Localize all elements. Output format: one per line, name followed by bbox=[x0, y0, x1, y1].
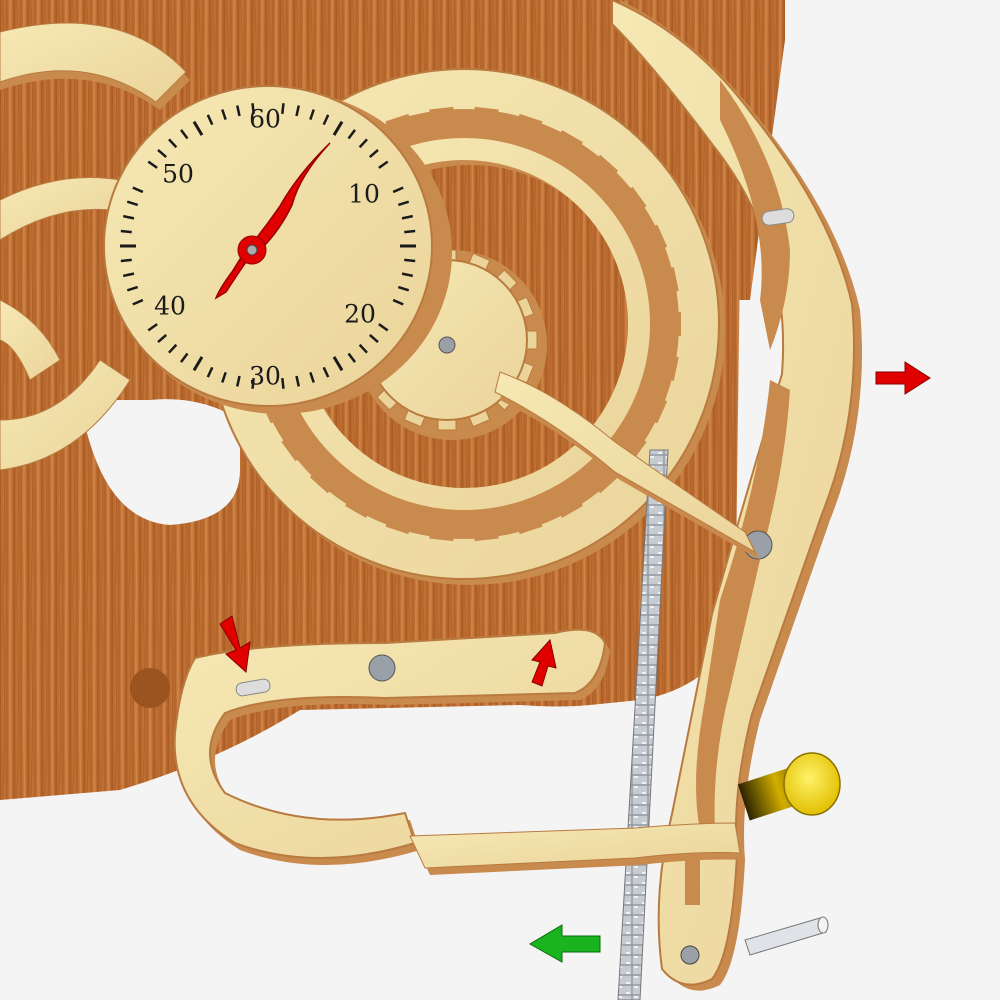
wheel-tooth bbox=[473, 524, 499, 542]
dial-label-60: 60 bbox=[249, 105, 281, 134]
dial-tick bbox=[192, 356, 204, 372]
dial-tick bbox=[168, 343, 178, 354]
dial-tick bbox=[401, 214, 414, 220]
red-arrow-down-icon bbox=[219, 615, 251, 674]
adjustment-knob bbox=[737, 752, 841, 821]
dial-label-30: 30 bbox=[249, 362, 281, 391]
dial-tick bbox=[322, 114, 330, 126]
wheel-tooth bbox=[590, 466, 619, 494]
wheel-tooth bbox=[644, 224, 668, 253]
dial-tick bbox=[251, 103, 255, 114]
dial-label-50: 50 bbox=[162, 160, 194, 189]
dial-tick bbox=[404, 229, 416, 234]
dial-tick bbox=[295, 375, 300, 387]
dial-tick bbox=[401, 272, 414, 278]
wheel-tooth bbox=[429, 106, 455, 124]
dial-label-20: 20 bbox=[344, 300, 376, 329]
dial-tick bbox=[120, 229, 132, 234]
dial-label-10: 10 bbox=[348, 180, 380, 209]
wooden-peg-icon bbox=[130, 668, 170, 708]
dial-tick bbox=[347, 129, 356, 140]
dial-tick bbox=[309, 109, 315, 121]
wheel-tooth bbox=[667, 312, 681, 336]
dial-tick bbox=[126, 200, 139, 207]
wheel-tooth bbox=[555, 493, 583, 518]
dial-tick bbox=[281, 103, 285, 114]
dial-tick bbox=[281, 378, 285, 389]
wheel-tooth bbox=[515, 513, 543, 535]
dial-tick bbox=[180, 129, 189, 140]
dial-tick bbox=[378, 323, 389, 332]
anchor-arm bbox=[611, 0, 862, 991]
wheel-tooth bbox=[644, 395, 668, 424]
dial-tick bbox=[358, 343, 368, 354]
dial-tick bbox=[295, 105, 300, 117]
dial-tick bbox=[168, 138, 178, 149]
dial-tick bbox=[397, 200, 410, 207]
dial-tick bbox=[147, 323, 158, 332]
dial-tick bbox=[322, 366, 330, 378]
dial-tick bbox=[206, 114, 214, 126]
dial-tick bbox=[120, 258, 132, 263]
dial-tick bbox=[332, 120, 344, 136]
dial-tick bbox=[206, 366, 214, 378]
wheel-tooth bbox=[429, 524, 455, 542]
dial-tick bbox=[392, 186, 404, 194]
dial-tick bbox=[358, 138, 368, 149]
dial-tick bbox=[368, 333, 379, 344]
wheel-tooth bbox=[515, 113, 543, 135]
wheel-tooth bbox=[309, 466, 338, 494]
linkage-bar bbox=[494, 371, 760, 560]
dial-tick bbox=[221, 109, 227, 121]
wheel-tooth bbox=[345, 493, 373, 518]
wheel-tooth bbox=[473, 106, 499, 124]
wheel-tooth bbox=[281, 433, 307, 462]
red-arrow-up-icon bbox=[531, 638, 557, 687]
dial-tick bbox=[392, 298, 404, 306]
dial-tick bbox=[309, 371, 315, 383]
wheel-tooth bbox=[385, 513, 413, 535]
dial-tick bbox=[347, 352, 356, 363]
left-wheel bbox=[0, 22, 190, 471]
dial-tick bbox=[251, 378, 255, 389]
lower-lever bbox=[173, 628, 745, 875]
dial-label-40: 40 bbox=[154, 292, 186, 321]
red-arrow-right-icon bbox=[875, 361, 931, 395]
dial-tick bbox=[221, 371, 227, 383]
dial-tick bbox=[368, 148, 379, 159]
dial-tick bbox=[332, 356, 344, 372]
wheel-tooth bbox=[590, 154, 619, 182]
shaft-pin bbox=[744, 916, 829, 956]
wheel-tooth bbox=[621, 186, 647, 215]
dial-tick bbox=[157, 333, 168, 344]
dial-ticks bbox=[120, 103, 416, 389]
dial-tick bbox=[147, 160, 158, 169]
dial-tick bbox=[397, 285, 410, 292]
dial-tick bbox=[122, 214, 135, 220]
wheel-tooth bbox=[660, 267, 679, 294]
dial-tick bbox=[180, 352, 189, 363]
dial-tick bbox=[122, 272, 135, 278]
dial-tick bbox=[132, 298, 144, 306]
pinion-pin bbox=[438, 336, 456, 354]
wheel-tooth bbox=[660, 354, 679, 381]
seconds-hand bbox=[214, 142, 331, 300]
wheel-tooth bbox=[555, 130, 583, 155]
dial-tick bbox=[132, 186, 144, 194]
dial-tick bbox=[236, 105, 241, 117]
dial-tick bbox=[236, 375, 241, 387]
seconds-dial: 60 10 20 30 40 50 bbox=[103, 85, 452, 414]
dial-tick bbox=[378, 160, 389, 169]
dial-tick bbox=[126, 285, 139, 292]
dial-tick bbox=[404, 258, 416, 263]
dial-tick bbox=[192, 120, 204, 136]
dial-tick bbox=[157, 148, 168, 159]
green-arrow-left-icon bbox=[529, 924, 601, 963]
